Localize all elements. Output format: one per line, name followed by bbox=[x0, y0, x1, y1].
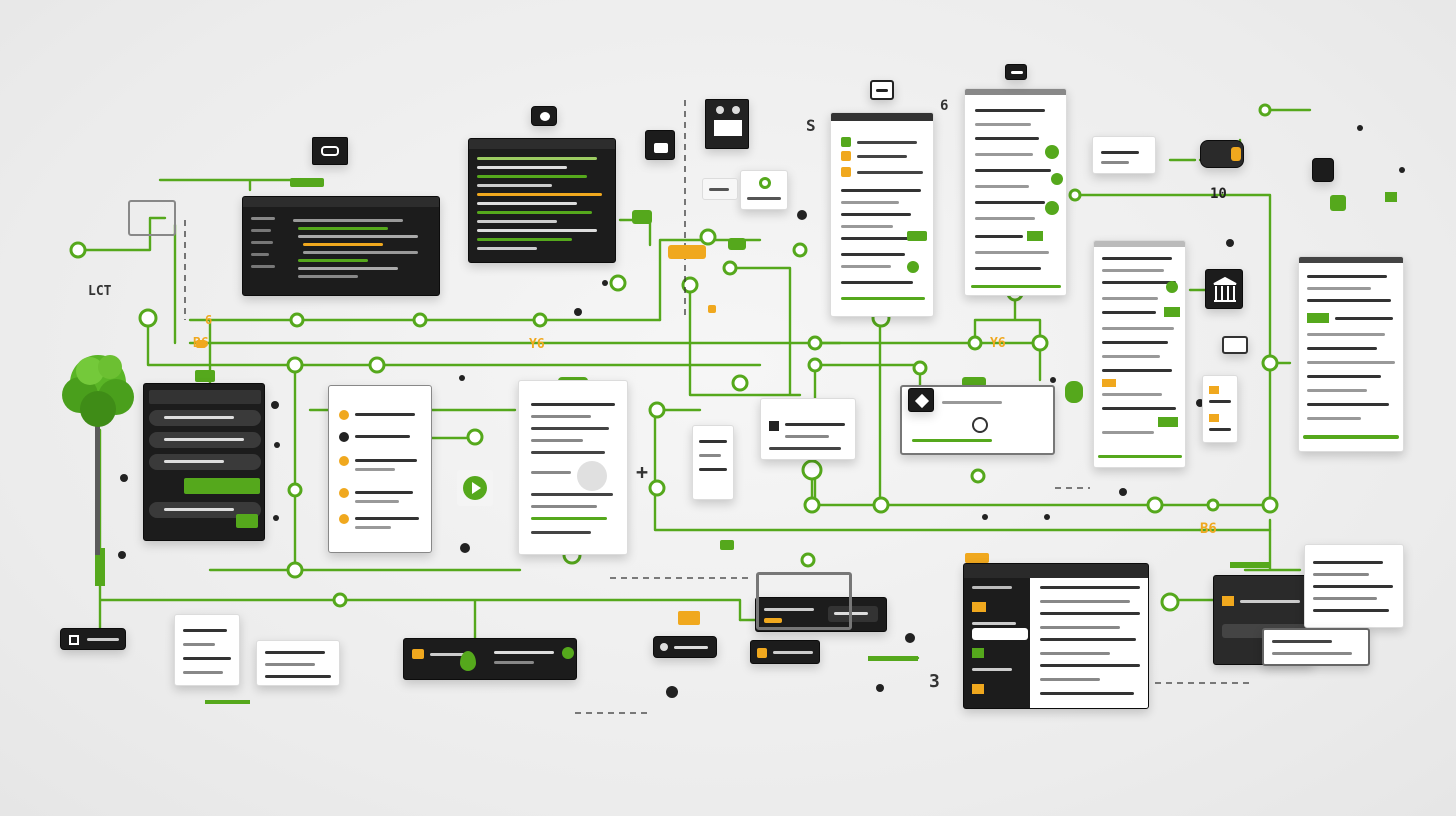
cloud-icon[interactable] bbox=[1092, 136, 1156, 174]
action-bar-1[interactable] bbox=[755, 597, 887, 632]
right-mini-card[interactable] bbox=[1202, 375, 1238, 443]
top-form-column-a[interactable] bbox=[830, 112, 934, 317]
bottom-monitor-frame bbox=[756, 572, 852, 630]
left-square-frame[interactable] bbox=[128, 200, 176, 236]
symbol-s: S bbox=[806, 116, 816, 135]
plus-symbol: + bbox=[636, 460, 649, 484]
small-dark-pill[interactable] bbox=[653, 636, 717, 658]
tree-icon bbox=[58, 345, 138, 560]
settings-tile[interactable] bbox=[908, 388, 934, 412]
small-card-2[interactable] bbox=[692, 425, 734, 500]
code-editor-window[interactable] bbox=[242, 196, 440, 296]
right-tall-list[interactable] bbox=[1093, 240, 1186, 468]
symbol-3: 3 bbox=[929, 671, 940, 692]
bank-icon[interactable] bbox=[1205, 269, 1243, 309]
bottom-left-chip[interactable] bbox=[60, 628, 126, 650]
counter-label: 10 bbox=[1210, 186, 1227, 202]
notes-card-2[interactable] bbox=[256, 640, 340, 686]
play-icon[interactable] bbox=[457, 470, 493, 506]
left-code-label: LCT bbox=[88, 284, 112, 299]
route-label-y6-b: Y6 bbox=[990, 336, 1006, 351]
small-grey-box bbox=[702, 178, 738, 200]
terminal-window[interactable] bbox=[468, 138, 616, 263]
overlay-card[interactable] bbox=[1262, 628, 1370, 666]
display-icon[interactable] bbox=[312, 137, 348, 165]
route-label-b6: B6 bbox=[1200, 521, 1217, 537]
notes-card-1[interactable] bbox=[174, 614, 240, 686]
left-route-label-b: 6 bbox=[205, 313, 213, 327]
top-card-icon[interactable] bbox=[870, 80, 894, 100]
drop-icon bbox=[460, 651, 476, 671]
pod-icon[interactable] bbox=[1200, 140, 1244, 168]
bottom-right-card[interactable] bbox=[1304, 544, 1404, 628]
symbol-6: 6 bbox=[940, 98, 949, 114]
server-icon[interactable] bbox=[705, 99, 749, 149]
left-route-label: B6 bbox=[193, 336, 209, 351]
bottom-table-window[interactable] bbox=[963, 563, 1149, 709]
lock-icon[interactable] bbox=[645, 130, 675, 160]
left-dark-list-panel[interactable] bbox=[143, 383, 265, 541]
database-icon[interactable] bbox=[1312, 158, 1334, 182]
top-form-column-b[interactable] bbox=[964, 88, 1067, 296]
drive-icon[interactable] bbox=[1005, 64, 1027, 80]
document-card[interactable] bbox=[518, 380, 628, 555]
route-label-y6-a: Y6 bbox=[529, 337, 545, 352]
action-bar-2[interactable] bbox=[750, 640, 820, 664]
message-icon[interactable] bbox=[1222, 336, 1248, 354]
chat-icon[interactable] bbox=[531, 106, 557, 126]
chat-bar[interactable] bbox=[403, 638, 577, 680]
settings-list-card[interactable] bbox=[328, 385, 432, 553]
far-right-dashboard[interactable] bbox=[1298, 256, 1404, 452]
small-card-1[interactable] bbox=[760, 398, 856, 460]
top-mini-card[interactable] bbox=[740, 170, 788, 210]
